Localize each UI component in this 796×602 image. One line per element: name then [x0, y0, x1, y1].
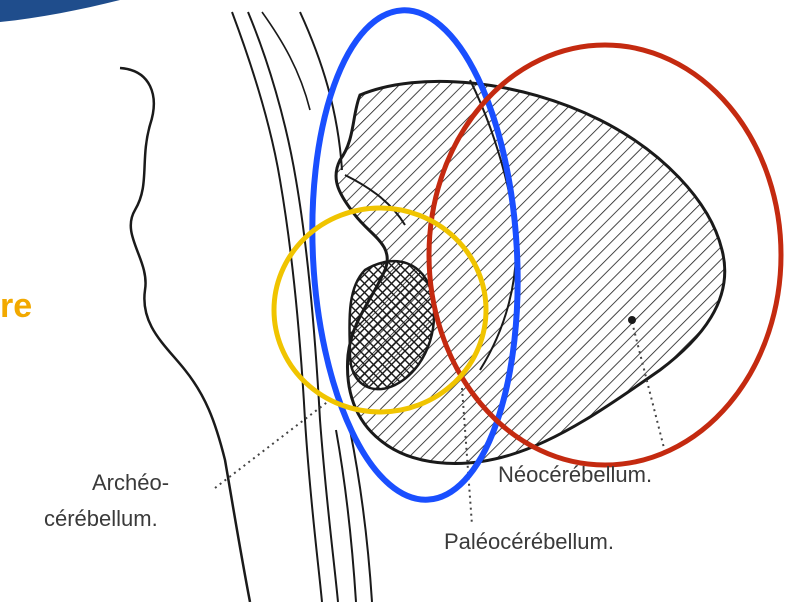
pointer-archeo — [215, 400, 330, 488]
pointer-dot-neo — [628, 316, 636, 324]
label-paleocerebellum: Paléocérébellum. — [444, 529, 614, 555]
label-archeo-line1: Archéo- — [92, 470, 169, 496]
canal-line-4 — [262, 12, 310, 110]
label-archeo-line2: cérébellum. — [44, 506, 158, 532]
canal-line-1 — [232, 12, 322, 602]
partial-side-text: re — [0, 286, 32, 326]
corner-band-decoration — [0, 0, 120, 22]
label-neocerebellum: Néocérébellum. — [498, 462, 652, 488]
stem-line-1 — [336, 430, 356, 602]
